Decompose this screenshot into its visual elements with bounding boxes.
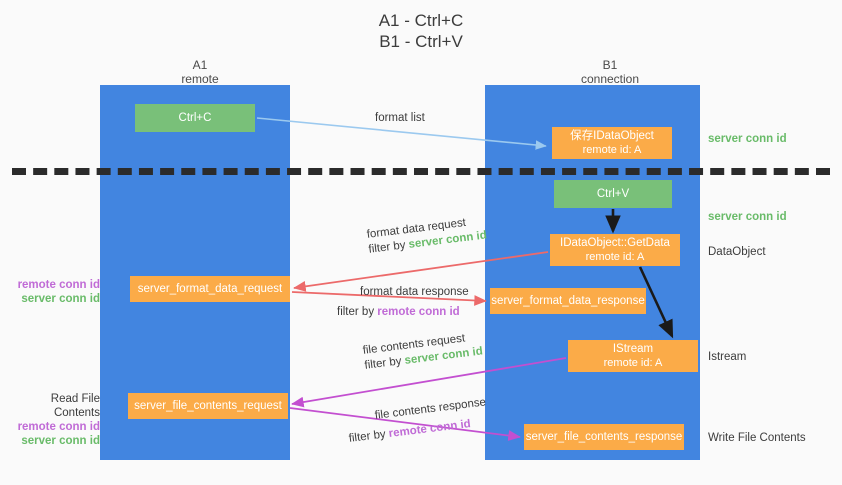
box-save-idataobject-title: 保存IDataObject (570, 130, 654, 142)
box-server-file-contents-request-label: server_file_contents_request (134, 400, 282, 412)
note-server-conn-id-top: server conn id (708, 133, 787, 145)
filter-value-remote-conn-id: remote conn id (388, 418, 472, 440)
note-server-conn-id-left-2: server conn id (21, 435, 100, 447)
note-conn-ids-format: remote conn id server conn id (10, 278, 100, 306)
page-title: A1 - Ctrl+C B1 - Ctrl+V (378, 11, 464, 51)
box-ctrl-c[interactable]: Ctrl+C (135, 104, 255, 132)
label-format-data-response: format data response (360, 286, 469, 298)
box-istream-title: IStream (612, 343, 654, 355)
label-format-data-response-filter: filter by remote conn id (337, 305, 460, 320)
box-server-format-data-request-label: server_format_data_request (137, 283, 283, 295)
label-file-contents-response-filter: filter by remote conn id (348, 417, 472, 447)
box-server-format-data-response-label: server_format_data_response (491, 295, 645, 307)
label-format-list: format list (375, 112, 425, 124)
filter-prefix: filter by (348, 428, 390, 445)
note-server-conn-id-second: server conn id (708, 211, 787, 223)
note-istream: Istream (708, 351, 747, 363)
box-ctrl-v[interactable]: Ctrl+V (554, 180, 672, 208)
box-idataobject-getdata-subtitle: remote id: A (585, 251, 645, 263)
box-ctrl-v-label: Ctrl+V (596, 188, 630, 200)
note-write-file-contents: Write File Contents (708, 432, 806, 444)
box-server-file-contents-response-label: server_file_contents_response (525, 431, 683, 443)
section-divider (12, 168, 830, 175)
note-read-file-contents-group: Read File Contents remote conn id server… (5, 392, 100, 448)
box-istream[interactable]: IStream remote id: A (568, 340, 698, 372)
label-format-data-request: format data request filter by server con… (366, 214, 488, 258)
label-file-contents-request: file contents request filter by server c… (362, 330, 484, 374)
box-server-file-contents-request[interactable]: server_file_contents_request (128, 393, 288, 419)
box-idataobject-getdata-title: IDataObject::GetData (560, 237, 670, 249)
box-server-format-data-response[interactable]: server_format_data_response (490, 288, 646, 314)
box-ctrl-c-label: Ctrl+C (178, 112, 212, 124)
box-server-file-contents-response[interactable]: server_file_contents_response (524, 424, 684, 450)
filter-value-remote-conn-id: remote conn id (377, 306, 460, 318)
box-save-idataobject-subtitle: remote id: A (582, 144, 642, 156)
box-server-format-data-request[interactable]: server_format_data_request (130, 276, 290, 302)
column-header-b1: B1 connection (580, 58, 640, 86)
box-idataobject-getdata[interactable]: IDataObject::GetData remote id: A (550, 234, 680, 266)
note-read-file-contents: Read File Contents (50, 393, 100, 419)
filter-prefix: filter by (363, 354, 406, 372)
note-remote-conn-id-2: remote conn id (17, 421, 100, 433)
filter-prefix: filter by (367, 238, 410, 256)
note-dataobject: DataObject (708, 246, 766, 258)
note-server-conn-id-left-1: server conn id (21, 293, 100, 305)
filter-prefix: filter by (337, 306, 378, 318)
box-save-idataobject[interactable]: 保存IDataObject remote id: A (552, 127, 672, 159)
column-header-a1: A1 remote (181, 58, 219, 86)
note-remote-conn-id-1: remote conn id (17, 279, 100, 291)
box-istream-subtitle: remote id: A (603, 357, 663, 369)
